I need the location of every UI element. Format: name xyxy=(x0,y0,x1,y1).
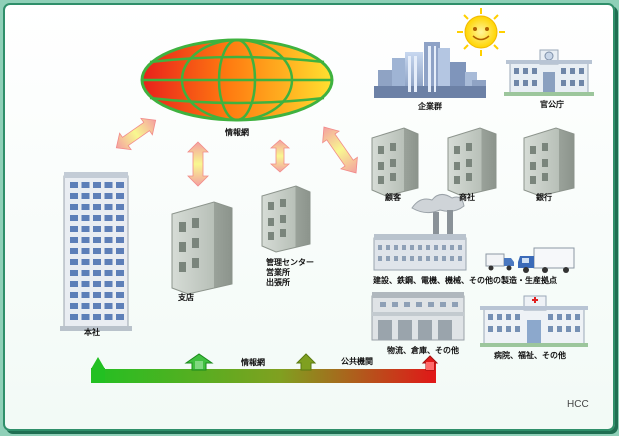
globe-icon xyxy=(140,38,334,122)
network-bottom-label: 情報網 xyxy=(241,358,265,367)
logistics-label: 物流、倉庫、その他 xyxy=(387,346,459,355)
manufacturing-label: 建設、鉄鋼、電機、機械、その他の製造・生産拠点 xyxy=(373,276,557,285)
hospital-label: 病院、福祉、その他 xyxy=(494,351,566,360)
double-arrow-icon xyxy=(322,126,358,174)
factory-icon xyxy=(373,194,467,271)
customers-label: 顧客 xyxy=(385,193,401,202)
trading-label: 商社 xyxy=(459,193,475,202)
sun-icon xyxy=(457,8,505,56)
truck-icon xyxy=(518,247,575,273)
up-arrow-icon xyxy=(421,355,439,371)
truck-icon xyxy=(485,253,514,271)
public-label: 公共機関 xyxy=(341,357,373,366)
network-top-label: 情報網 xyxy=(225,128,249,137)
city-icon xyxy=(374,42,486,98)
hospital-icon xyxy=(480,295,588,347)
branch-label: 支店 xyxy=(178,293,194,302)
network-bar xyxy=(91,357,436,383)
office-building-icon xyxy=(523,127,575,197)
office-building-icon xyxy=(261,185,311,253)
office-building-icon xyxy=(60,172,132,331)
double-arrow-icon xyxy=(269,139,291,173)
bank-label: 銀行 xyxy=(536,193,552,202)
up-arrow-icon xyxy=(295,353,317,371)
office-building-icon xyxy=(447,127,497,197)
government-building-icon xyxy=(504,49,594,96)
government-label: 官公庁 xyxy=(540,100,564,109)
management-label: 管理センター 営業所 出張所 xyxy=(266,258,314,287)
warehouse-icon xyxy=(371,292,465,341)
up-arrow-icon xyxy=(184,353,214,371)
hq-label: 本社 xyxy=(84,328,100,337)
enterprises-label: 企業群 xyxy=(418,102,442,111)
double-arrow-icon xyxy=(115,117,157,151)
office-building-icon xyxy=(171,201,233,295)
office-building-icon xyxy=(371,127,419,197)
brand-logo: HCC xyxy=(567,399,589,410)
double-arrow-icon xyxy=(187,141,209,187)
